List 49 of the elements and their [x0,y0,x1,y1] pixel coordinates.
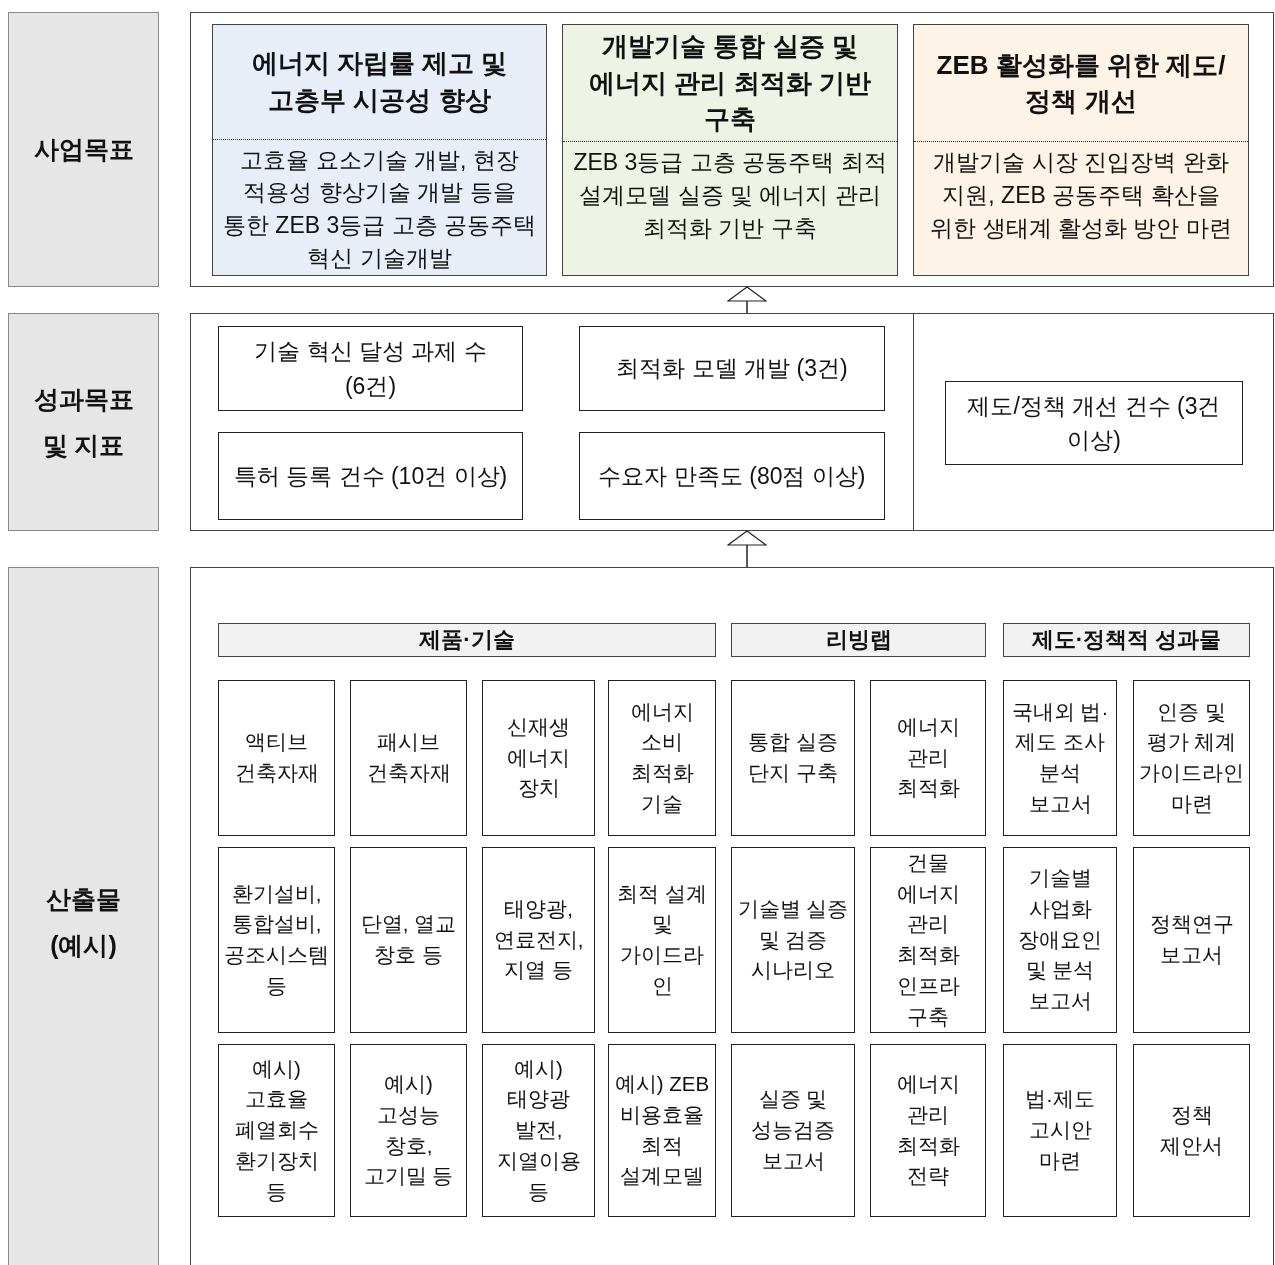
output-box: 통합 실증 단지 구축 [731,680,855,836]
output-box: 예시) 고효율 폐열회수 환기장치 등 [218,1044,335,1217]
output-box: 태양광, 연료전지, 지열 등 [482,847,595,1033]
output-box: 패시브 건축자재 [350,680,467,836]
goal-card [562,24,898,276]
output-box: 예시) 고성능 창호, 고기밀 등 [350,1044,467,1217]
output-box: 에너지 관리 최적화 [870,680,986,836]
output-box: 최적 설계 및 가이드라인 [608,847,716,1033]
indicator-box: 기술 혁신 달성 과제 수 (6건) [218,326,523,411]
section-label-band: 성과목표 및 지표 [8,313,159,531]
section-panel [190,313,1274,531]
section-label-band: 산출물 (예시) [8,567,159,1265]
category-header-bar: 제도·정책적 성과물 [1003,623,1250,657]
category-header-bar: 리빙랩 [731,623,986,657]
output-box: 정책연구 보고서 [1133,847,1250,1033]
output-box: 실증 및 성능검증 보고서 [731,1044,855,1217]
card-heading: 에너지 자립률 제고 및 고층부 시공성 향상 [213,25,546,140]
output-box: 건물 에너지 관리 최적화 인프라 구축 [870,847,986,1033]
output-box: 정책 제안서 [1133,1044,1250,1217]
category-header-bar: 제품·기술 [218,623,716,657]
block-arrow [727,530,767,568]
card-description: ZEB 3등급 고층 공동주택 최적 설계모델 실증 및 에너지 관리 최적화 기반 구축 [572,148,888,243]
card-description: 개발기술 시장 진입장벽 완화 지원, ZEB 공동주택 확산을 위한 생태계 활성화 방안 마련 [929,148,1233,243]
section-panel [190,567,1274,1265]
output-box: 기술별 실증 및 검증 시나리오 [731,847,855,1033]
card-heading: 개발기술 통합 실증 및 에너지 관리 최적화 기반 구축 [563,25,897,142]
output-box: 법·제도 고시안 마련 [1003,1044,1117,1217]
output-box: 액티브 건축자재 [218,680,335,836]
card-description: 고효율 요소기술 개발, 현장 적용성 향상기술 개발 등을 통한 ZEB 3등급 고층 공동주택 혁신 기술개발 [221,145,538,274]
output-box: 에너지 관리 최적화 전략 [870,1044,986,1217]
output-box: 단열, 열교 창호 등 [350,847,467,1033]
output-box: 인증 및 평가 체계 가이드라인 마련 [1133,680,1250,836]
indicator-box: 최적화 모델 개발 (3건) [579,326,885,411]
output-box: 환기설비, 통합설비, 공조시스템 등 [218,847,335,1033]
output-box: 신재생 에너지 장치 [482,680,595,836]
output-box: 국내외 법·제도 조사 분석 보고서 [1003,680,1117,836]
output-box: 기술별 사업화 장애요인 및 분석 보고서 [1003,847,1117,1033]
output-box: 에너지 소비 최적화 기술 [608,680,716,836]
block-arrow [727,286,767,314]
indicator-box: 특허 등록 건수 (10건 이상) [218,432,523,520]
section-panel [190,12,1274,287]
card-heading: ZEB 활성화를 위한 제도/정책 개선 [914,25,1248,142]
indicator-box: 수요자 만족도 (80점 이상) [579,432,885,520]
section-label-band: 사업목표 [8,12,159,287]
indicator-box: 제도/정책 개선 건수 (3건 이상) [945,381,1243,465]
goal-card [913,24,1249,276]
output-box: 예시) ZEB 비용효율 최적 설계모델 [608,1044,716,1217]
output-box: 예시) 태양광 발전, 지열이용 등 [482,1044,595,1217]
goal-card [212,24,547,276]
